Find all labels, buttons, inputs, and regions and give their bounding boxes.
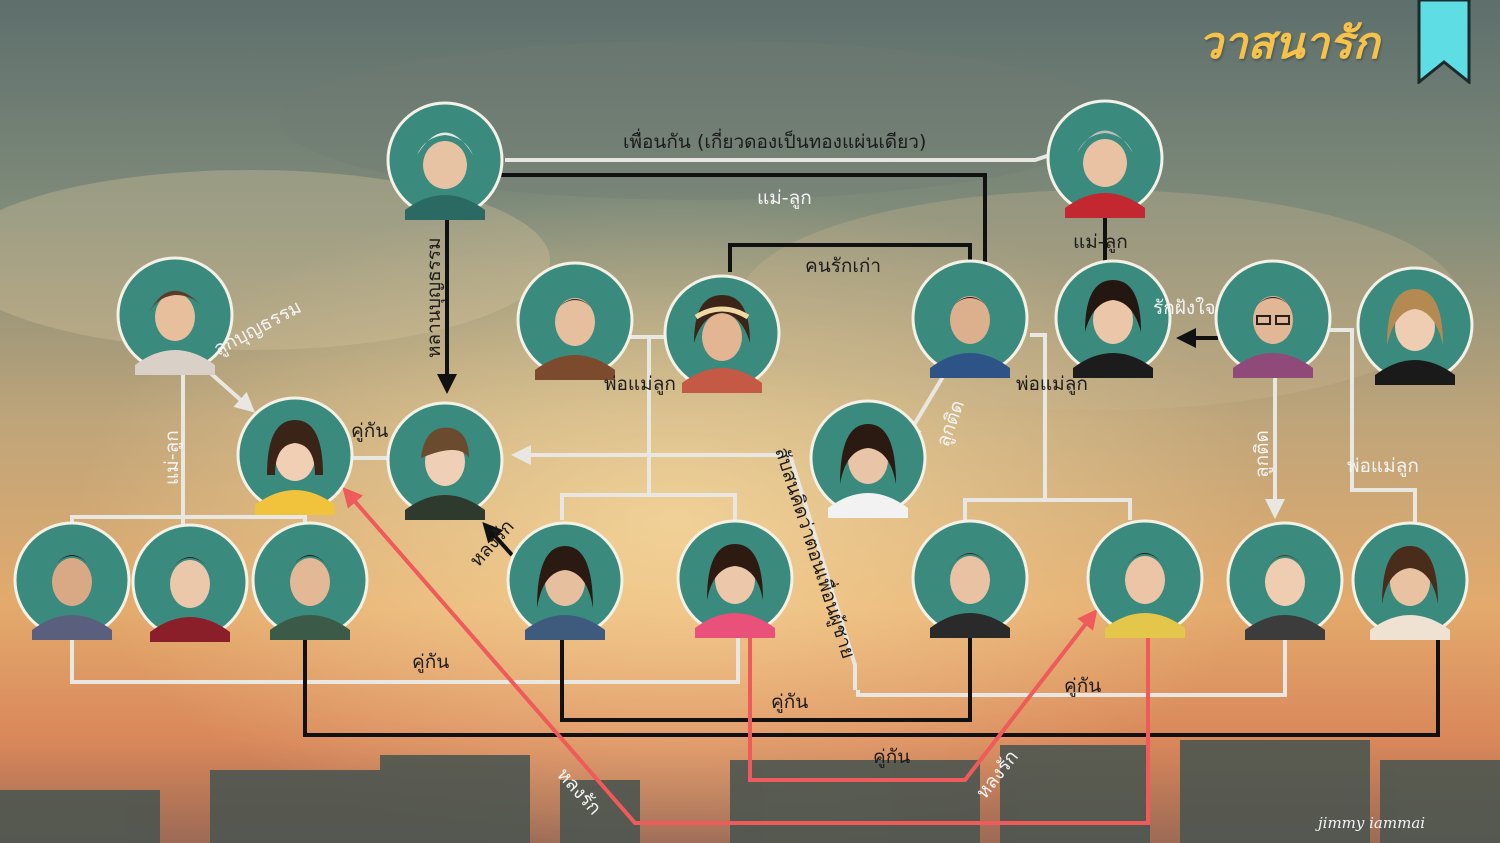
label-mother-child-right: แม่-ลูก xyxy=(1073,231,1128,253)
center-kids-bar xyxy=(560,493,737,520)
long-couple-line xyxy=(303,637,1440,737)
avatar-girl-4[interactable] xyxy=(676,519,794,638)
label-friends: เพื่อนกัน (เกี่ยวดองเป็นทองแผ่นเดียว) xyxy=(623,128,926,153)
avatar-mother-center[interactable] xyxy=(663,274,781,393)
couple-middle-line xyxy=(560,637,972,722)
label-crush-red-left: หลงรัก xyxy=(552,764,605,820)
label-adopted-grandchild: หลานบุญธรรม xyxy=(423,237,446,358)
avatar-woman-far-right[interactable] xyxy=(1356,266,1474,385)
dark-connectors xyxy=(303,173,1440,737)
avatar-father-center[interactable] xyxy=(516,261,634,380)
avatar-girl-3[interactable] xyxy=(506,521,624,640)
swapped-arrow xyxy=(511,445,857,690)
right-kids-bar xyxy=(963,498,1132,520)
label-crush-red-right: หลงรัก xyxy=(972,746,1023,803)
avatar-boy-4[interactable] xyxy=(911,519,1029,638)
avatar-girl-right[interactable] xyxy=(809,399,927,518)
ex-lover-connector xyxy=(728,243,972,272)
red-connectors xyxy=(342,486,1150,825)
label-stepchild-left: ลูกติด xyxy=(932,397,969,449)
avatar-boy-3[interactable] xyxy=(251,521,369,640)
mother-child-top-connector xyxy=(500,173,987,262)
label-parents-child-right: พ่อแม่ลูก xyxy=(1016,373,1088,395)
label-parents-child-center: พ่อแม่ลูก xyxy=(604,373,676,395)
avatar-boy-6[interactable] xyxy=(1226,521,1344,640)
right-parents-stem xyxy=(1030,333,1047,500)
label-stepchild-right: ลูกติด xyxy=(1251,430,1273,478)
avatar-grandmother-left[interactable] xyxy=(386,101,504,220)
avatar-boy-2[interactable] xyxy=(131,523,249,642)
avatar-boy-center[interactable] xyxy=(386,401,504,520)
avatar-girl-left[interactable] xyxy=(236,396,354,515)
far-right-parents xyxy=(1330,328,1417,525)
avatar-father-right[interactable] xyxy=(911,259,1029,378)
page-title: วาสนารัก xyxy=(1198,18,1380,69)
label-mother-child-left: แม่-ลูก xyxy=(161,430,183,485)
crush-red-left-arrow xyxy=(342,486,1150,825)
friends-connector xyxy=(505,153,1051,162)
avatar-grandmother-right[interactable] xyxy=(1046,99,1164,218)
couple-right-line xyxy=(856,637,1287,697)
avatar-boy-5[interactable] xyxy=(1086,519,1204,638)
label-couple-left: คู่กัน xyxy=(412,651,449,673)
avatar-girl-5[interactable] xyxy=(1351,521,1469,640)
bookmark-icon xyxy=(1417,0,1471,84)
crush-center-arrow xyxy=(482,522,514,557)
avatar-boy-1[interactable] xyxy=(13,521,131,640)
avatar-mother-left[interactable] xyxy=(116,256,234,375)
label-mother-child-top: แม่-ลูก xyxy=(757,187,812,209)
label-ex-lover: คนรักเก่า xyxy=(805,255,881,277)
avatar-father-far-right[interactable] xyxy=(1214,259,1332,378)
label-couple-red: คู่กัน xyxy=(873,746,910,768)
label-secret-love: รักฝังใจ xyxy=(1153,297,1216,319)
label-parents-child-far-right: พ่อแม่ลูก xyxy=(1347,455,1419,477)
label-couple-right: คู่กัน xyxy=(1064,675,1101,697)
label-couple-middle: คู่กัน xyxy=(771,691,808,713)
avatar-mother-right[interactable] xyxy=(1054,259,1172,378)
couple-red-line xyxy=(748,608,1098,782)
signature: jimmy iammai xyxy=(1318,814,1426,832)
label-couple-upper: คู่กัน xyxy=(351,420,388,442)
city-skyline xyxy=(0,740,1500,843)
couple-left-line xyxy=(70,637,740,684)
adopted-child-arrow xyxy=(205,368,255,413)
avatars xyxy=(13,99,1474,642)
